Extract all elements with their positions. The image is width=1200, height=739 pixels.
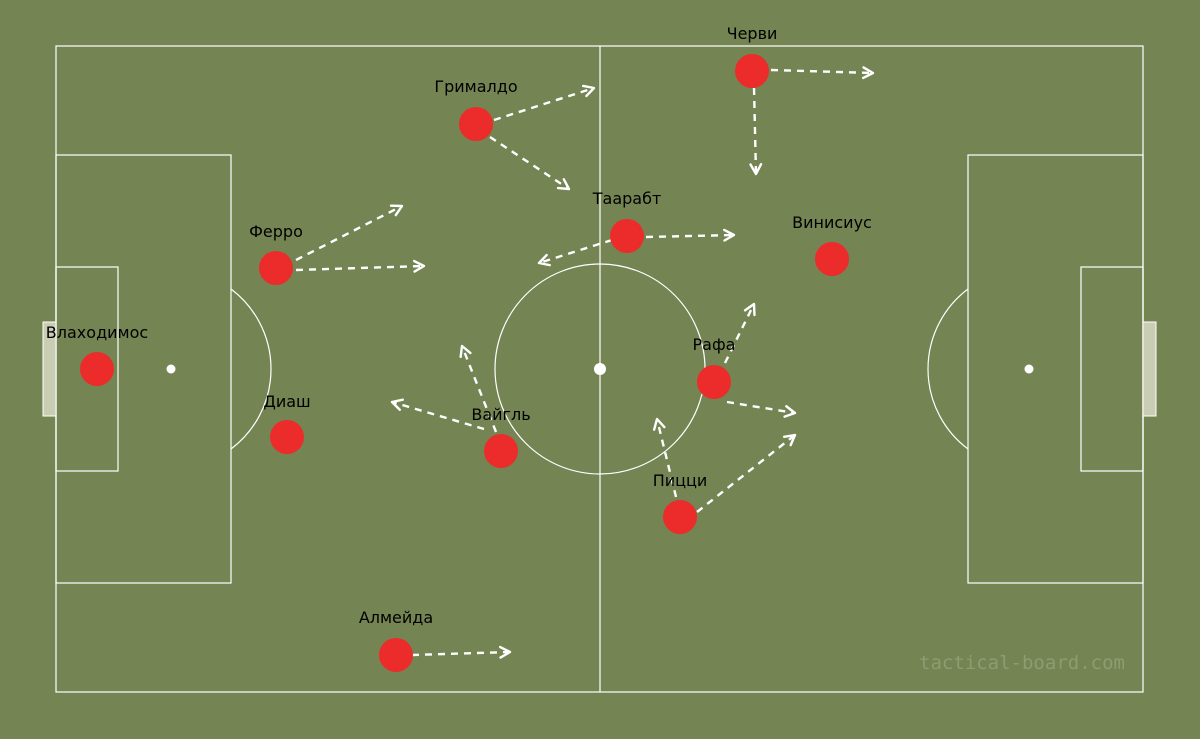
pitch-markings bbox=[42, 45, 1157, 693]
player-vinicius[interactable]: Винисиус bbox=[792, 213, 872, 276]
player-token[interactable] bbox=[697, 365, 731, 399]
player-grimaldo[interactable]: Грималдо bbox=[434, 77, 518, 141]
arrow-head-icon bbox=[389, 204, 404, 217]
movement-arrow-line bbox=[295, 264, 425, 272]
left-penalty-spot bbox=[166, 364, 176, 374]
player-taarabt[interactable]: Таарабт bbox=[592, 189, 662, 253]
left-goal bbox=[42, 321, 57, 417]
player-name-label: Диаш bbox=[263, 392, 310, 411]
right-penalty-spot bbox=[1024, 364, 1034, 374]
movement-arrow-line bbox=[752, 87, 758, 175]
player-token[interactable] bbox=[735, 54, 769, 88]
movement-arrows bbox=[295, 66, 875, 659]
player-name-label: Пицци bbox=[653, 471, 708, 490]
watermark: tactical-board.com bbox=[919, 652, 1125, 674]
arrow-head-icon bbox=[783, 405, 797, 418]
right-goal-area bbox=[1080, 266, 1144, 472]
movement-arrow-line bbox=[411, 650, 511, 657]
arrow-head-icon bbox=[743, 302, 756, 317]
player-name-label: Грималдо bbox=[434, 77, 517, 96]
center-spot bbox=[594, 363, 606, 375]
movement-arrow-line bbox=[493, 86, 595, 122]
player-rafa[interactable]: Рафа bbox=[693, 335, 736, 399]
player-name-label: Черви bbox=[727, 24, 778, 43]
player-token[interactable] bbox=[815, 242, 849, 276]
player-name-label: Вайгль bbox=[471, 405, 530, 424]
player-token[interactable] bbox=[80, 352, 114, 386]
arrow-head-icon bbox=[861, 66, 875, 80]
movement-arrow-line bbox=[770, 68, 874, 75]
player-name-label: Таарабт bbox=[592, 189, 662, 208]
player-dias[interactable]: Диаш bbox=[263, 392, 311, 454]
player-name-label: Винисиус bbox=[792, 213, 872, 232]
arrow-head-icon bbox=[459, 344, 472, 359]
player-name-label: Рафа bbox=[693, 335, 736, 354]
arrow-head-icon bbox=[537, 253, 551, 267]
arrow-head-icon bbox=[498, 645, 512, 659]
movement-arrow-line bbox=[723, 303, 756, 364]
player-token[interactable] bbox=[610, 219, 644, 253]
arrow-head-icon bbox=[412, 259, 426, 273]
right-goal bbox=[1142, 321, 1157, 417]
movement-arrow-line bbox=[391, 400, 485, 431]
movement-arrow-line bbox=[696, 434, 796, 513]
movement-arrow-line bbox=[726, 400, 796, 415]
movement-arrow-line bbox=[295, 204, 403, 262]
player-almeida[interactable]: Алмейда bbox=[359, 608, 433, 672]
player-name-label: Алмейда bbox=[359, 608, 433, 627]
movement-arrow-line bbox=[489, 135, 570, 191]
player-token[interactable] bbox=[379, 638, 413, 672]
movement-arrow-line bbox=[538, 238, 613, 265]
movement-arrow-line bbox=[645, 233, 735, 239]
player-cervi[interactable]: Черви bbox=[727, 24, 778, 88]
player-weigl[interactable]: Вайгль bbox=[471, 405, 531, 468]
player-name-label: Ферро bbox=[249, 222, 303, 241]
arrow-head-icon bbox=[556, 178, 571, 191]
player-ferro[interactable]: Ферро bbox=[249, 222, 303, 285]
arrow-head-icon bbox=[652, 417, 666, 431]
arrow-head-icon bbox=[390, 398, 404, 411]
players: Влаходимос Ферро Диаш Грималдо Алмейда В… bbox=[46, 24, 872, 672]
player-vlachodimos[interactable]: Влаходимос bbox=[46, 323, 148, 386]
arrow-head-icon bbox=[723, 228, 736, 242]
right-penalty-area bbox=[967, 154, 1144, 584]
player-token[interactable] bbox=[270, 420, 304, 454]
right-penalty-arc bbox=[927, 288, 969, 450]
arrow-head-icon bbox=[581, 84, 596, 98]
player-name-label: Влаходимос bbox=[46, 323, 148, 342]
movement-arrow-line bbox=[655, 418, 678, 498]
player-pizzi[interactable]: Пицци bbox=[653, 471, 708, 534]
arrow-head-icon bbox=[749, 163, 763, 176]
player-token[interactable] bbox=[459, 107, 493, 141]
movement-arrow-line bbox=[460, 345, 498, 433]
left-penalty-arc bbox=[230, 288, 272, 450]
arrow-head-icon bbox=[782, 433, 797, 447]
player-token[interactable] bbox=[259, 251, 293, 285]
player-token[interactable] bbox=[663, 500, 697, 534]
player-token[interactable] bbox=[484, 434, 518, 468]
